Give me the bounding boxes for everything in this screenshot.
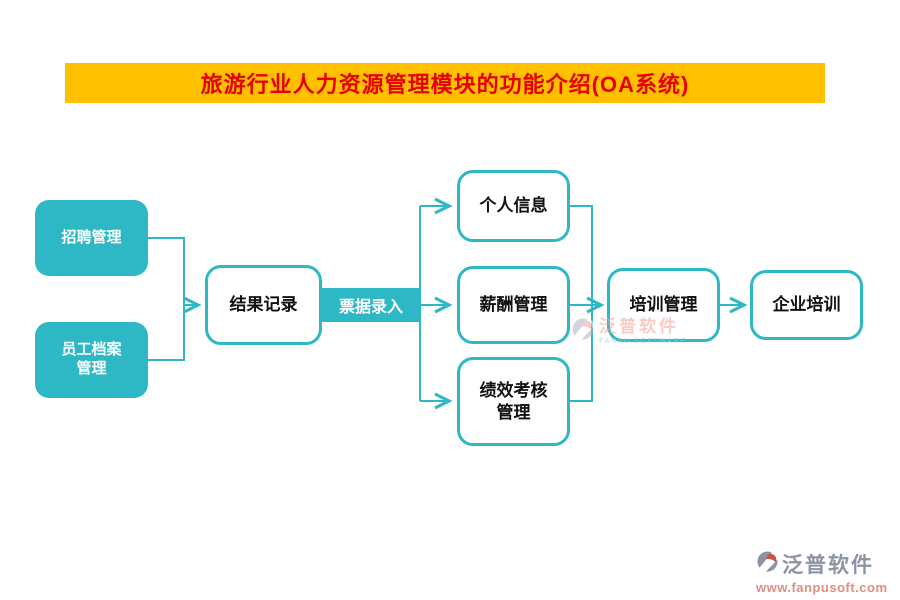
edge-label-text: 票据录入: [338, 299, 403, 316]
node-label: 结果记录: [229, 295, 298, 315]
title-banner: 旅游行业人力资源管理模块的功能介绍(OA系统): [65, 63, 825, 103]
node-label: 培训管理: [629, 295, 698, 315]
node-employee-archive-management: 员工档案 管理: [35, 322, 148, 398]
node-salary-management: 薪酬管理: [457, 266, 570, 344]
node-result-record: 结果记录: [205, 265, 322, 345]
node-label: 个人信息: [479, 196, 548, 216]
node-enterprise-training: 企业培训: [750, 270, 863, 340]
footer-brand: 泛普软件 www.fanpusoft.com: [756, 549, 888, 595]
connector-right-bracket: [570, 205, 593, 402]
node-label: 员工档案 管理: [61, 341, 122, 377]
footer-brand-name: 泛普软件: [782, 554, 874, 577]
node-training-management: 培训管理: [607, 268, 720, 342]
connector-left-bracket: [148, 237, 185, 361]
node-personal-info: 个人信息: [457, 170, 570, 242]
edge-label-ticket-entry: 票据录入: [322, 288, 420, 322]
node-label: 薪酬管理: [479, 295, 548, 315]
node-label: 招聘管理: [61, 228, 122, 246]
node-label: 绩效考核 管理: [479, 381, 548, 422]
node-performance-assessment-management: 绩效考核 管理: [457, 357, 570, 446]
node-recruitment-management: 招聘管理: [35, 200, 148, 276]
footer-brand-url: www.fanpusoft.com: [756, 580, 888, 595]
fanpu-logo-icon: [756, 550, 780, 578]
node-label: 企业培训: [772, 295, 841, 315]
